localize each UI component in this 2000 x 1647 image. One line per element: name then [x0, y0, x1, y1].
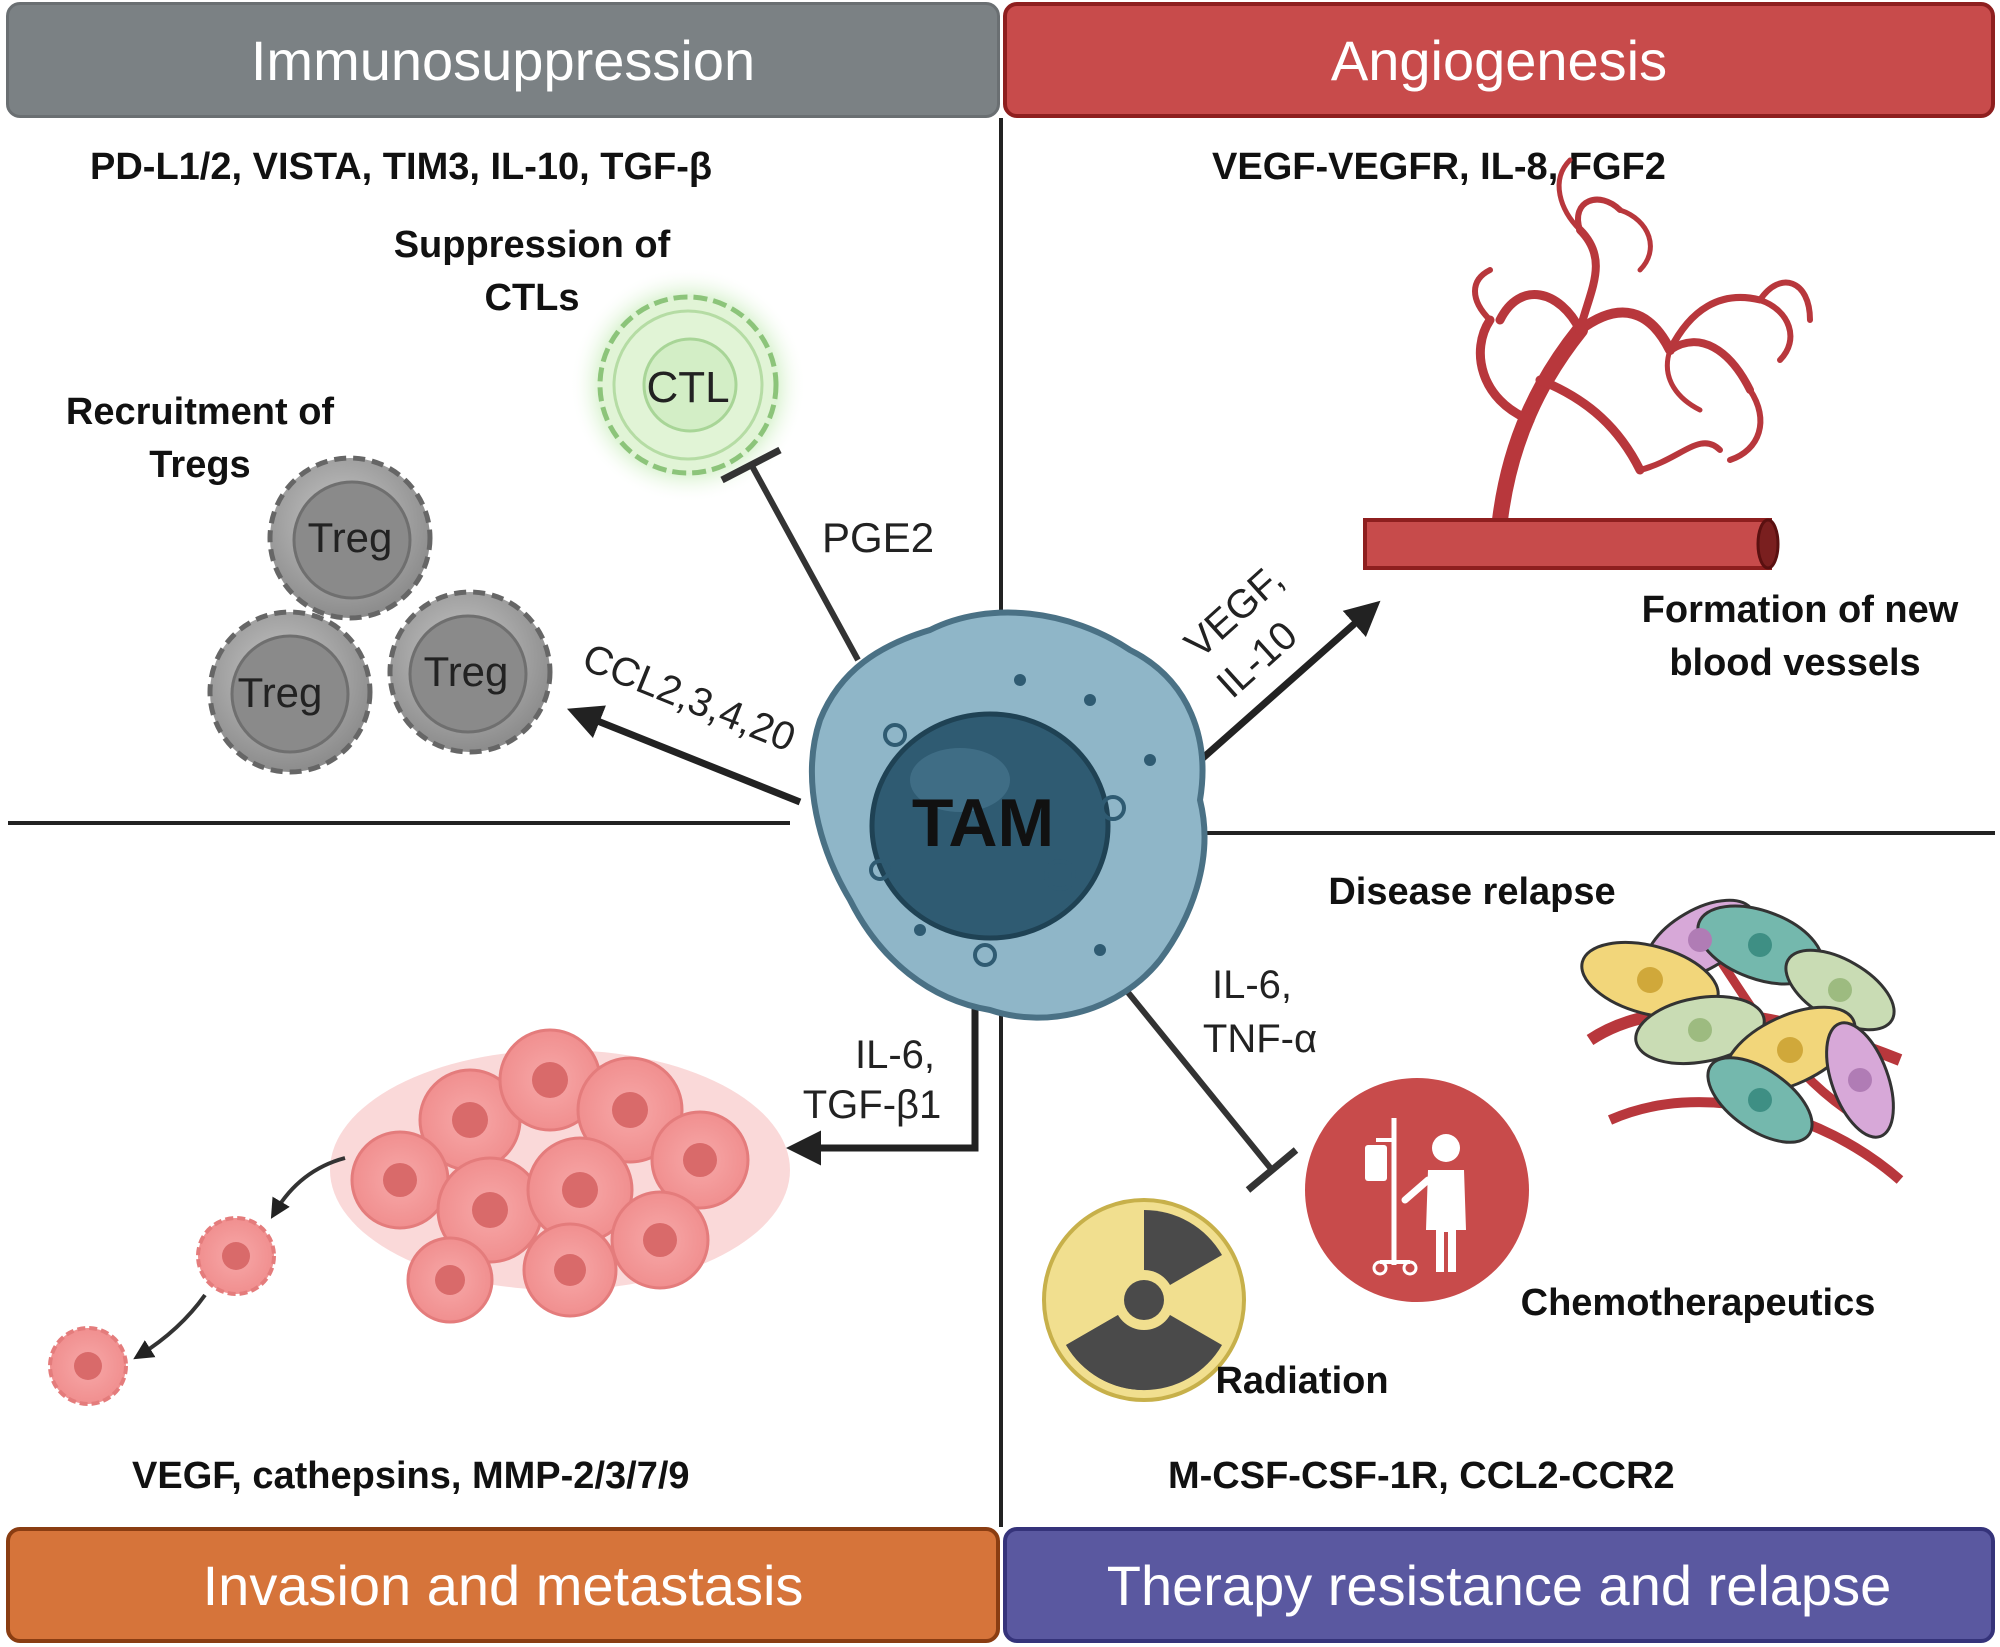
therapy-factors: M-CSF-CSF-1R, CCL2-CCR2: [1168, 1455, 1675, 1497]
pge2-inhibition-line: [749, 464, 861, 662]
ccl-label: CCL2,3,4,20: [577, 636, 802, 761]
therapy-inhibition-line: [1119, 983, 1275, 1172]
immunosuppression-factors: PD-L1/2, VISTA, TIM3, IL-10, TGF-β: [90, 146, 713, 188]
treg-label-1: Treg: [308, 514, 393, 561]
pge2-inhibition-bar: [720, 446, 782, 484]
immunosuppression-title: Immunosuppression: [250, 28, 756, 92]
invasion-label-line2: TGF-β1: [803, 1083, 942, 1127]
tam-cell: [808, 609, 1208, 1021]
treg-caption-line2: Tregs: [149, 444, 250, 486]
therapy-title: Therapy resistance and relapse: [1106, 1553, 1892, 1617]
angiogenesis-banner: Angiogenesis: [1003, 2, 1995, 118]
invasion-arrow: [786, 990, 979, 1166]
angiogenesis-factors: VEGF-VEGFR, IL-8, FGF2: [1212, 146, 1666, 188]
metastasis-arrow-2: [133, 1293, 207, 1360]
vegf-arrow: [1192, 600, 1381, 768]
metastatic-cell-1: [196, 1216, 276, 1296]
metastatic-cell-2: [48, 1326, 128, 1406]
angiogenesis-title: Angiogenesis: [1330, 28, 1668, 92]
invasion-banner: Invasion and metastasis: [6, 1527, 1000, 1643]
radiation-icon: [1042, 1198, 1246, 1402]
tumor-mass: [330, 1028, 790, 1324]
invasion-title: Invasion and metastasis: [202, 1553, 804, 1617]
blood-vessel-main: [1363, 518, 1772, 570]
radiation-label: Radiation: [1215, 1360, 1388, 1402]
ctl-caption-line1: Suppression of: [394, 224, 671, 266]
treg-caption-line1: Recruitment of: [66, 391, 334, 433]
therapy-inhibition-bar: [1245, 1147, 1299, 1193]
pge2-label: PGE2: [822, 514, 934, 561]
chemotherapy-icon: [1305, 1078, 1529, 1302]
therapy-label-line2: TNF-α: [1203, 1017, 1317, 1061]
invasion-label-line1: IL-6,: [855, 1033, 935, 1077]
relapse-tumor-cells: [1580, 898, 1904, 1184]
ctl-label: CTL: [646, 363, 729, 412]
tam-label: TAM: [912, 785, 1054, 861]
immunosuppression-banner: Immunosuppression: [6, 2, 1000, 118]
therapy-banner: Therapy resistance and relapse: [1003, 1527, 1995, 1643]
ctl-caption-line2: CTLs: [485, 277, 580, 319]
invasion-factors: VEGF, cathepsins, MMP-2/3/7/9: [132, 1455, 690, 1497]
treg-cell-2: [207, 609, 373, 775]
treg-cell-1: [267, 455, 433, 621]
treg-label-2: Treg: [238, 669, 323, 716]
angiogenesis-caption-line2: blood vessels: [1669, 642, 1920, 684]
blood-vessel-opening: [1756, 518, 1780, 570]
chemotherapeutics-label: Chemotherapeutics: [1521, 1282, 1876, 1324]
therapy-label-line1: IL-6,: [1212, 963, 1292, 1007]
ccl-arrow: [567, 705, 802, 806]
relapse-label: Disease relapse: [1328, 871, 1615, 913]
angiogenesis-caption-line1: Formation of new: [1642, 589, 1959, 631]
metastasis-arrow-1: [270, 1156, 346, 1219]
treg-label-3: Treg: [424, 648, 509, 695]
ctl-cell: [570, 267, 806, 503]
treg-cell-3: [387, 589, 553, 755]
blood-vessel-network: [1472, 157, 1813, 528]
